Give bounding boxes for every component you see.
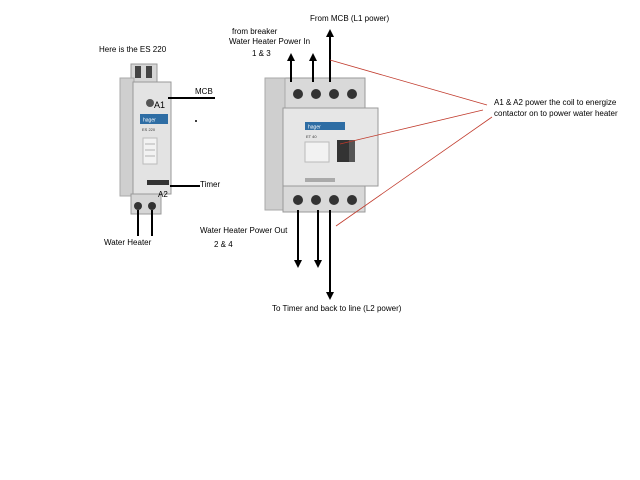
label-coil-note-2: contactor on to power water heater	[494, 109, 618, 118]
label-in-terminals: 1 & 3	[252, 49, 271, 58]
label-es220: Here is the ES 220	[99, 45, 167, 54]
es220-brand-label	[140, 114, 168, 124]
et40-switch	[337, 140, 349, 162]
label-wh-power-out: Water Heater Power Out	[200, 226, 288, 235]
et40-model-text: ET 40	[306, 134, 317, 139]
et40-brand-label	[305, 122, 345, 130]
label-wh-power-in: Water Heater Power In	[229, 37, 311, 46]
label-a1: A1	[154, 100, 166, 110]
es220-model-text: ES 220	[142, 127, 156, 132]
label-water-heater: Water Heater	[104, 238, 152, 247]
et40-contactor: hager ET 40	[264, 77, 379, 213]
label-to-timer: To Timer and back to line (L2 power)	[272, 304, 402, 313]
et40-arrows	[287, 29, 334, 300]
es220-brand-text: hager	[143, 118, 156, 124]
et40-brand-text: hager	[308, 125, 321, 131]
stray-dot	[195, 120, 197, 122]
label-a2: A2	[158, 190, 168, 199]
label-mcb: MCB	[195, 87, 213, 96]
es220-contactor: hager ES 220	[119, 63, 172, 215]
label-from-breaker: from breaker	[232, 27, 278, 36]
es220-wires	[137, 97, 215, 236]
label-timer: Timer	[200, 180, 221, 189]
annotation-lines	[329, 59, 493, 227]
label-from-mcb: From MCB (L1 power)	[310, 14, 390, 23]
label-coil-note-1: A1 & A2 power the coil to energize	[494, 98, 617, 107]
label-out-terminals: 2 & 4	[214, 240, 233, 249]
